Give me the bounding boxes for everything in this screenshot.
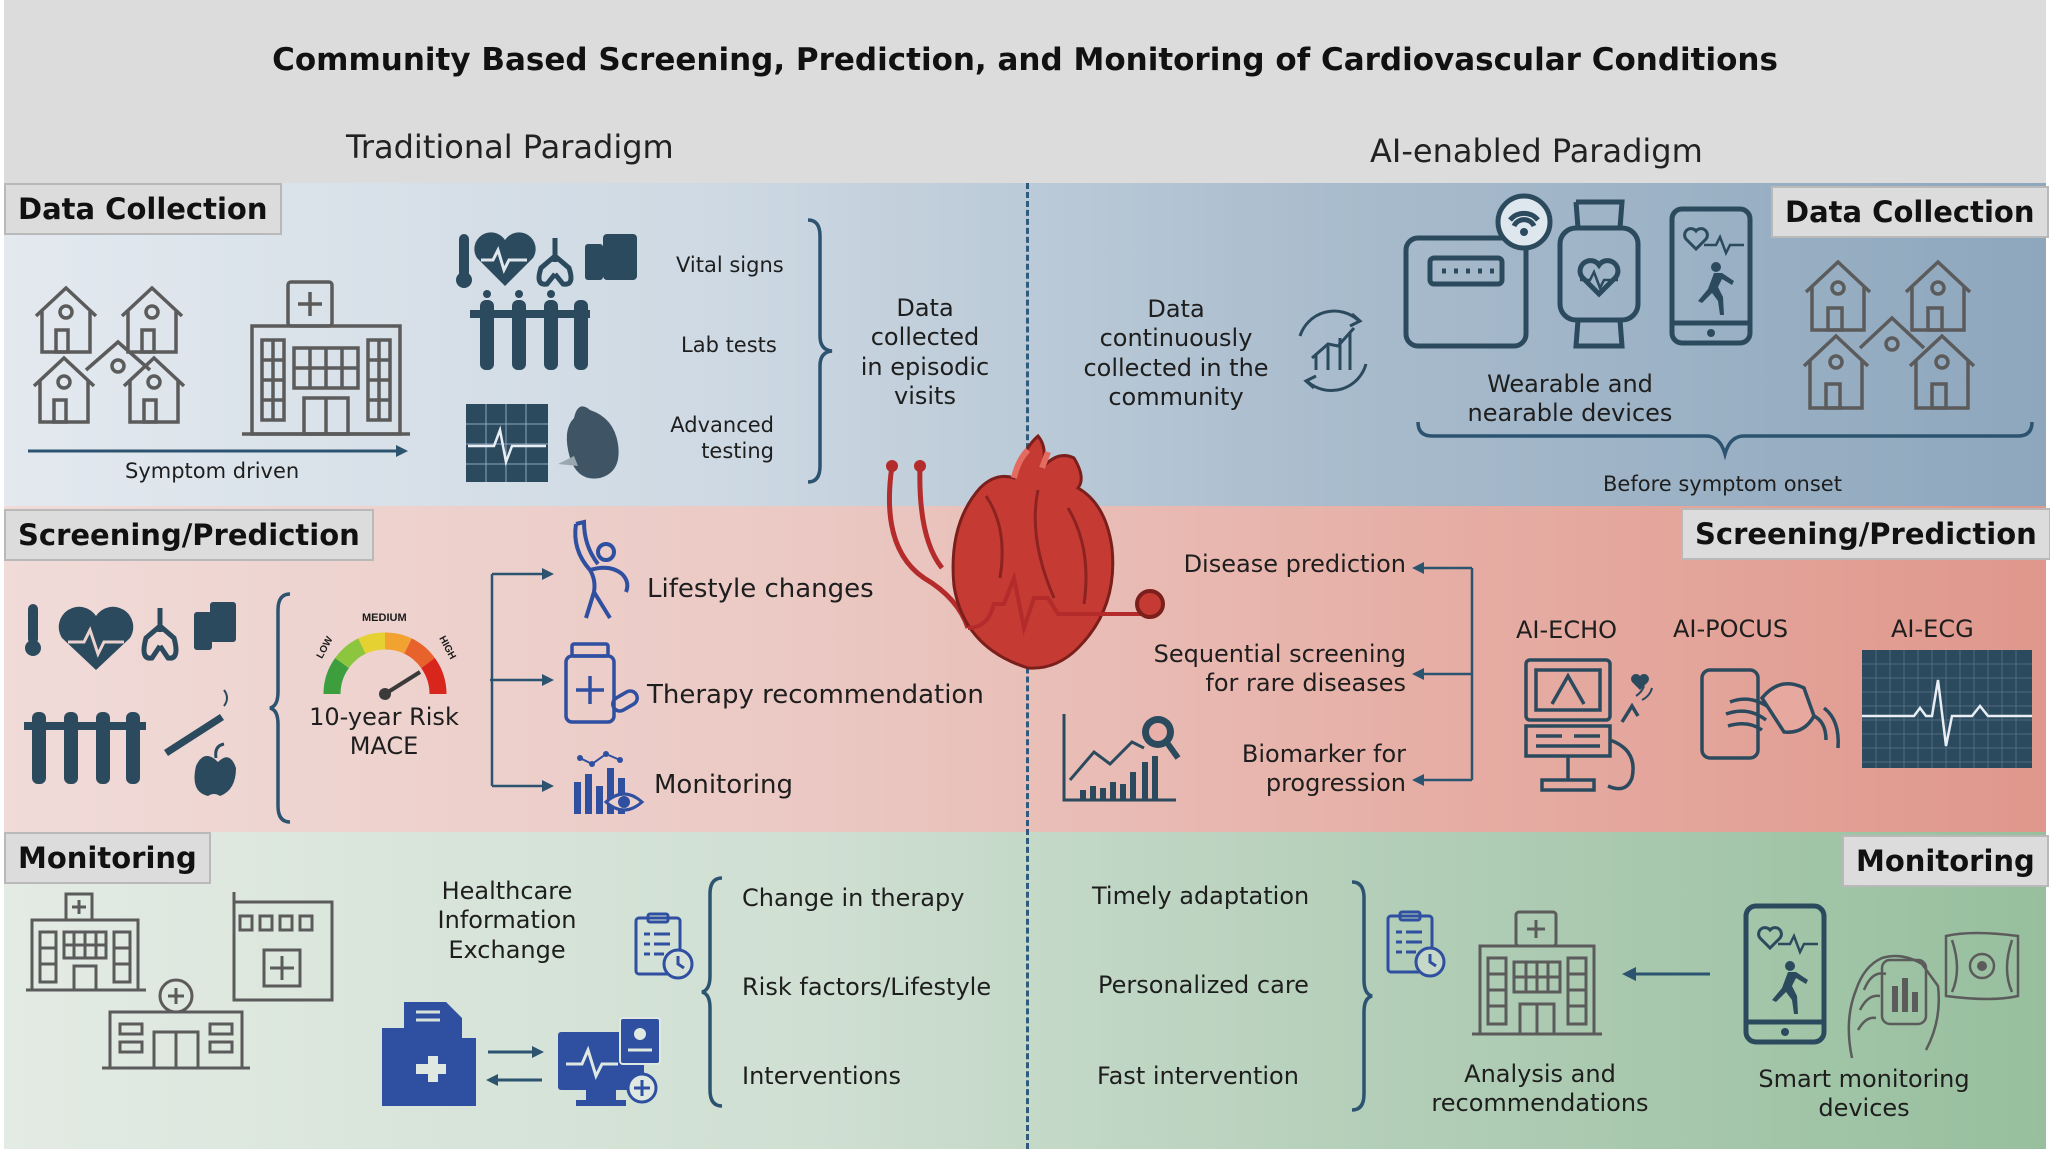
exchange-arrows-icon: [486, 1046, 544, 1086]
screening-label-right: Screening/Prediction: [1681, 508, 2050, 560]
smartphone-heart-icon: [1669, 206, 1753, 346]
episodic-visits-label: Data collected in episodic visits: [860, 294, 990, 410]
monitoring-right-brace-icon: [1351, 880, 1373, 1112]
medical-folder-icon: [382, 1002, 476, 1106]
monitoring-label-left: Monitoring: [4, 832, 211, 884]
data-collection-label-right: Data Collection: [1771, 186, 2049, 238]
lifestyle-changes-label: Lifestyle changes: [647, 574, 874, 604]
right-brace-icon: [807, 218, 833, 484]
healthcare-facilities-icon: [26, 892, 334, 1070]
therapy-recommendation-label: Therapy recommendation: [647, 680, 984, 710]
wearable-patch-icon: [1847, 931, 2020, 1059]
community-houses-icon: [1802, 259, 1976, 410]
ai-pocus-label: AI-POCUS: [1673, 615, 1789, 643]
disease-prediction-label: Disease prediction: [1183, 550, 1406, 578]
before-symptom-onset-label: Before symptom onset: [1603, 472, 1842, 496]
change-in-therapy-label: Change in therapy: [742, 884, 965, 912]
traditional-paradigm-heading: Traditional Paradigm: [346, 128, 674, 166]
main-title: Community Based Screening, Prediction, a…: [272, 42, 1778, 78]
stretching-person-icon: [573, 519, 630, 620]
monitoring-smartphone-icon: [1743, 903, 1827, 1045]
ai-ecg-label: AI-ECG: [1891, 615, 1974, 643]
smart-monitoring-label: Smart monitoring devices: [1758, 1065, 1970, 1123]
interventions-label: Interventions: [742, 1062, 901, 1090]
ecg-strip-icon: [1862, 650, 2032, 768]
ai-hospital-icon: [1472, 910, 1602, 1036]
ai-clipboard-clock-icon: [1386, 910, 1446, 978]
pocus-probe-icon: [1700, 668, 1840, 760]
ten-year-risk-label: 10-year Risk MACE: [309, 703, 459, 761]
biomarker-label: Biomarker for progression: [1241, 740, 1406, 798]
advanced-testing-label: Advanced testing: [670, 413, 774, 463]
symptom-driven-label: Symptom driven: [125, 459, 300, 483]
left-brace-icon: [269, 592, 291, 824]
hie-label: Healthcare Information Exchange: [437, 877, 577, 964]
wearable-devices-label: Wearable and nearable devices: [1467, 370, 1673, 428]
monitor-record-icon: [558, 1017, 661, 1106]
vital-signs-icon: [456, 232, 637, 288]
branch-arrows-icon: [490, 568, 554, 792]
header-band: [4, 0, 2046, 183]
timely-adaptation-label: Timely adaptation: [1092, 882, 1310, 910]
cycle-growth-icon: [1298, 309, 1368, 393]
lab-tubes-icon: [470, 290, 590, 370]
merge-arrows-icon: [1412, 562, 1474, 786]
pill-bottle-icon: [564, 642, 639, 724]
sequential-screening-label: Sequential screening for rare diseases: [1153, 640, 1406, 698]
monitoring-label-right: Monitoring: [1842, 835, 2049, 887]
symptom-arrow-icon: [28, 445, 408, 457]
hospital-icon: [242, 280, 410, 436]
monitoring-chart-eye-icon: [574, 751, 645, 814]
monitoring-option-label: Monitoring: [654, 770, 794, 800]
bottom-brace-icon: [1416, 421, 2034, 461]
fast-intervention-label: Fast intervention: [1097, 1062, 1299, 1090]
smart-scale-icon: [1403, 193, 1553, 349]
advanced-testing-icon: [466, 404, 619, 482]
ai-echo-label: AI-ECHO: [1516, 616, 1618, 644]
screening-label-left: Screening/Prediction: [4, 509, 374, 561]
ai-paradigm-heading: AI-enabled Paradigm: [1370, 132, 1703, 170]
analysis-recommendations-label: Analysis and recommendations: [1431, 1060, 1649, 1118]
biomarker-chart-icon: [1062, 714, 1181, 802]
vital-signs-label: Vital signs: [676, 253, 784, 277]
monitoring-left-brace-icon: [701, 876, 723, 1108]
clipboard-clock-icon: [634, 912, 694, 980]
heart-stethoscope-icon: [886, 433, 1165, 670]
personalized-care-label: Personalized care: [1098, 971, 1309, 999]
smartwatch-icon: [1557, 199, 1641, 349]
continuous-collection-label: Data continuously collected in the commu…: [1083, 295, 1269, 411]
risk-gauge-icon: [323, 632, 447, 700]
feedback-arrow-icon: [1622, 967, 1710, 981]
echo-machine-icon: [1524, 658, 1653, 792]
monitoring-band: [4, 832, 2046, 1149]
risk-factors-lifestyle-label: Risk factors/Lifestyle: [742, 973, 992, 1001]
data-collection-label-left: Data Collection: [4, 183, 282, 235]
lab-tests-label: Lab tests: [681, 333, 777, 357]
gauge-medium-label: MEDIUM: [362, 612, 407, 624]
houses-icon: [32, 285, 186, 424]
risk-factors-icon: [24, 602, 236, 796]
